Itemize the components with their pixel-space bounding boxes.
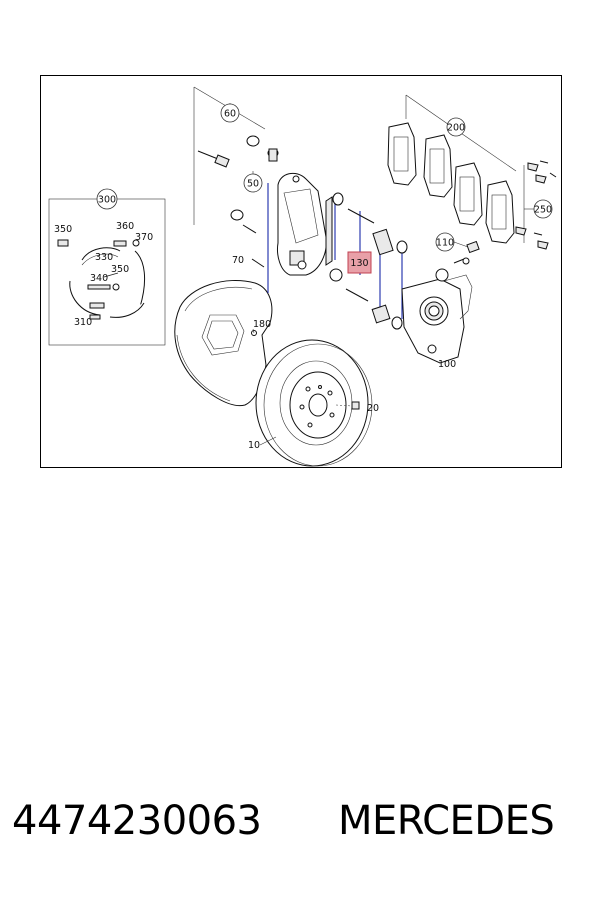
label-10: 10: [248, 440, 260, 451]
callout-110-text: 110: [436, 238, 454, 249]
callout-250-text: 250: [534, 205, 552, 216]
callout-50[interactable]: [243, 173, 263, 193]
callout-60-text: 60: [224, 109, 236, 120]
callout-130-highlight[interactable]: [347, 251, 372, 274]
label-370: 370: [135, 232, 153, 243]
label-330: 330: [95, 252, 113, 263]
label-350-top: 350: [54, 224, 72, 235]
callout-200-text: 200: [447, 123, 465, 134]
part-number: 4474230063: [12, 798, 262, 844]
label-70: 70: [232, 255, 244, 266]
label-340: 340: [90, 273, 108, 284]
label-350-mid: 350: [111, 264, 129, 275]
label-310: 310: [74, 317, 92, 328]
brake-disc: 10 20: [248, 339, 379, 467]
label-100: 100: [438, 359, 456, 370]
label-360: 360: [116, 221, 134, 232]
callout-250[interactable]: [533, 199, 553, 219]
brake-pads-set: 200: [387, 94, 517, 244]
brand-name: MERCEDES: [338, 798, 555, 844]
brake-caliper: 100: [401, 268, 473, 370]
diagram-svg: 300 350 360 370 330 350 340 310 180: [40, 75, 562, 468]
callout-50-text: 50: [247, 179, 259, 190]
callout-300-text: 300: [98, 195, 116, 206]
parts-diagram: 300 350 360 370 330 350 340 310 180: [40, 75, 562, 468]
callout-130-text: 130: [350, 258, 368, 269]
callout-300[interactable]: [96, 188, 118, 210]
caliper-carrier-group: 60 50 70: [193, 86, 279, 268]
label-180: 180: [253, 319, 271, 330]
label-20: 20: [367, 403, 379, 414]
product-footer: 4474230063 MERCEDES: [0, 798, 600, 868]
bleeder-group: 110: [435, 232, 480, 265]
callout-60[interactable]: [220, 103, 240, 123]
guide-pin-set: 130: [329, 192, 408, 330]
callout-200[interactable]: [446, 117, 466, 137]
accessory-kit: 250: [515, 160, 557, 250]
parking-brake-inset: 300 350 360 370 330 350 340 310: [48, 188, 166, 346]
